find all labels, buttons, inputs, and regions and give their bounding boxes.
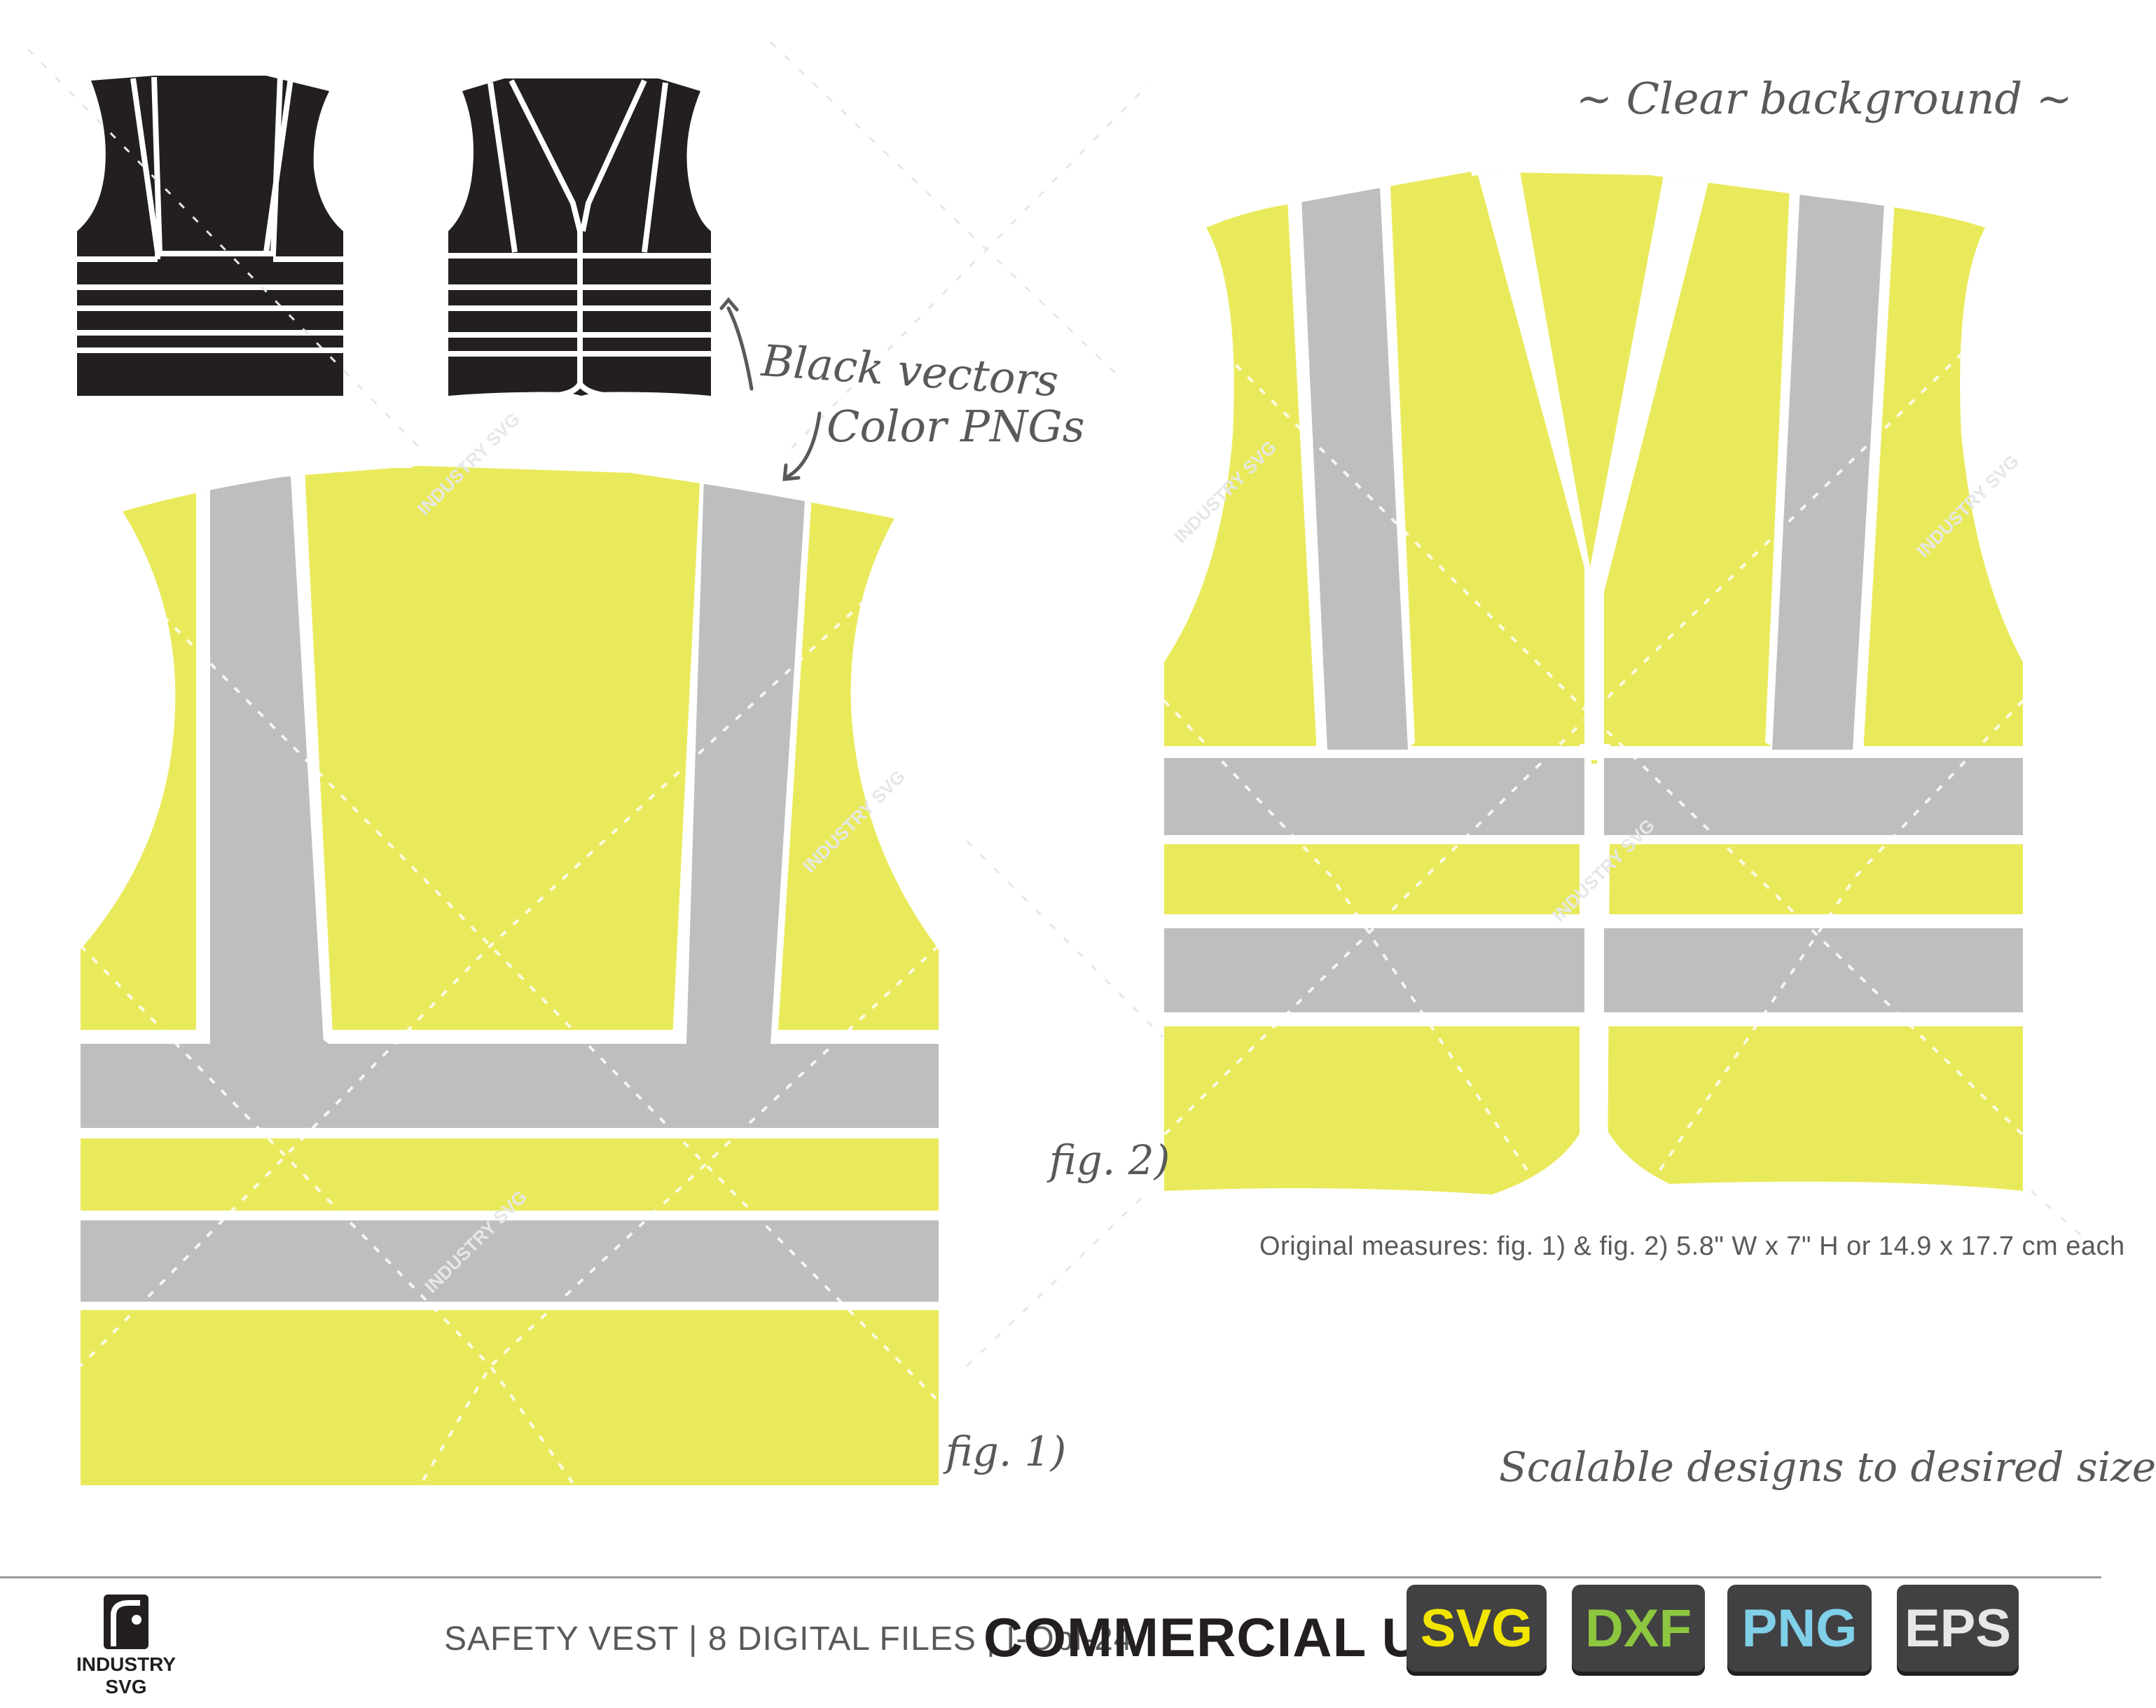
scalable-designs-caption: Scalable designs to desired size [1499,1443,2156,1491]
figure-2-vest [1164,172,2023,1194]
pointer-arrows [719,297,822,481]
format-badge-svg: SVG [1407,1585,1547,1672]
footer-divider [0,1576,2101,1578]
black-vector-front-thumbnail [448,78,711,399]
format-badge-eps: EPS [1897,1585,2019,1672]
figure-1-vest [81,457,939,1485]
industry-svg-logo: INDUSTRY SVG [70,1592,182,1704]
figure-2-label: fig. 2) [1049,1136,1170,1184]
color-pngs-caption: Color PNGs [827,401,1085,452]
logo-text-line1: INDUSTRY [76,1653,177,1675]
format-badge-png: PNG [1727,1585,1872,1672]
figure-1-label: fig. 1) [946,1428,1067,1475]
logo-mark-icon [104,1595,148,1649]
artwork-canvas [27,41,2095,1487]
watermark-pattern-light [27,41,2095,1368]
format-badge-dxf: DXF [1572,1585,1705,1672]
product-info: SAFETY VEST | 8 DIGITAL FILES | I-Obl-24 [444,1620,1133,1658]
original-measures-note: Original measures: fig. 1) & fig. 2) 5.8… [1259,1232,2125,1261]
watermark-pattern [79,293,2024,1487]
logo-text-line2: SVG [105,1676,147,1697]
clear-background-caption: ~ Clear background ~ [1576,73,2073,124]
